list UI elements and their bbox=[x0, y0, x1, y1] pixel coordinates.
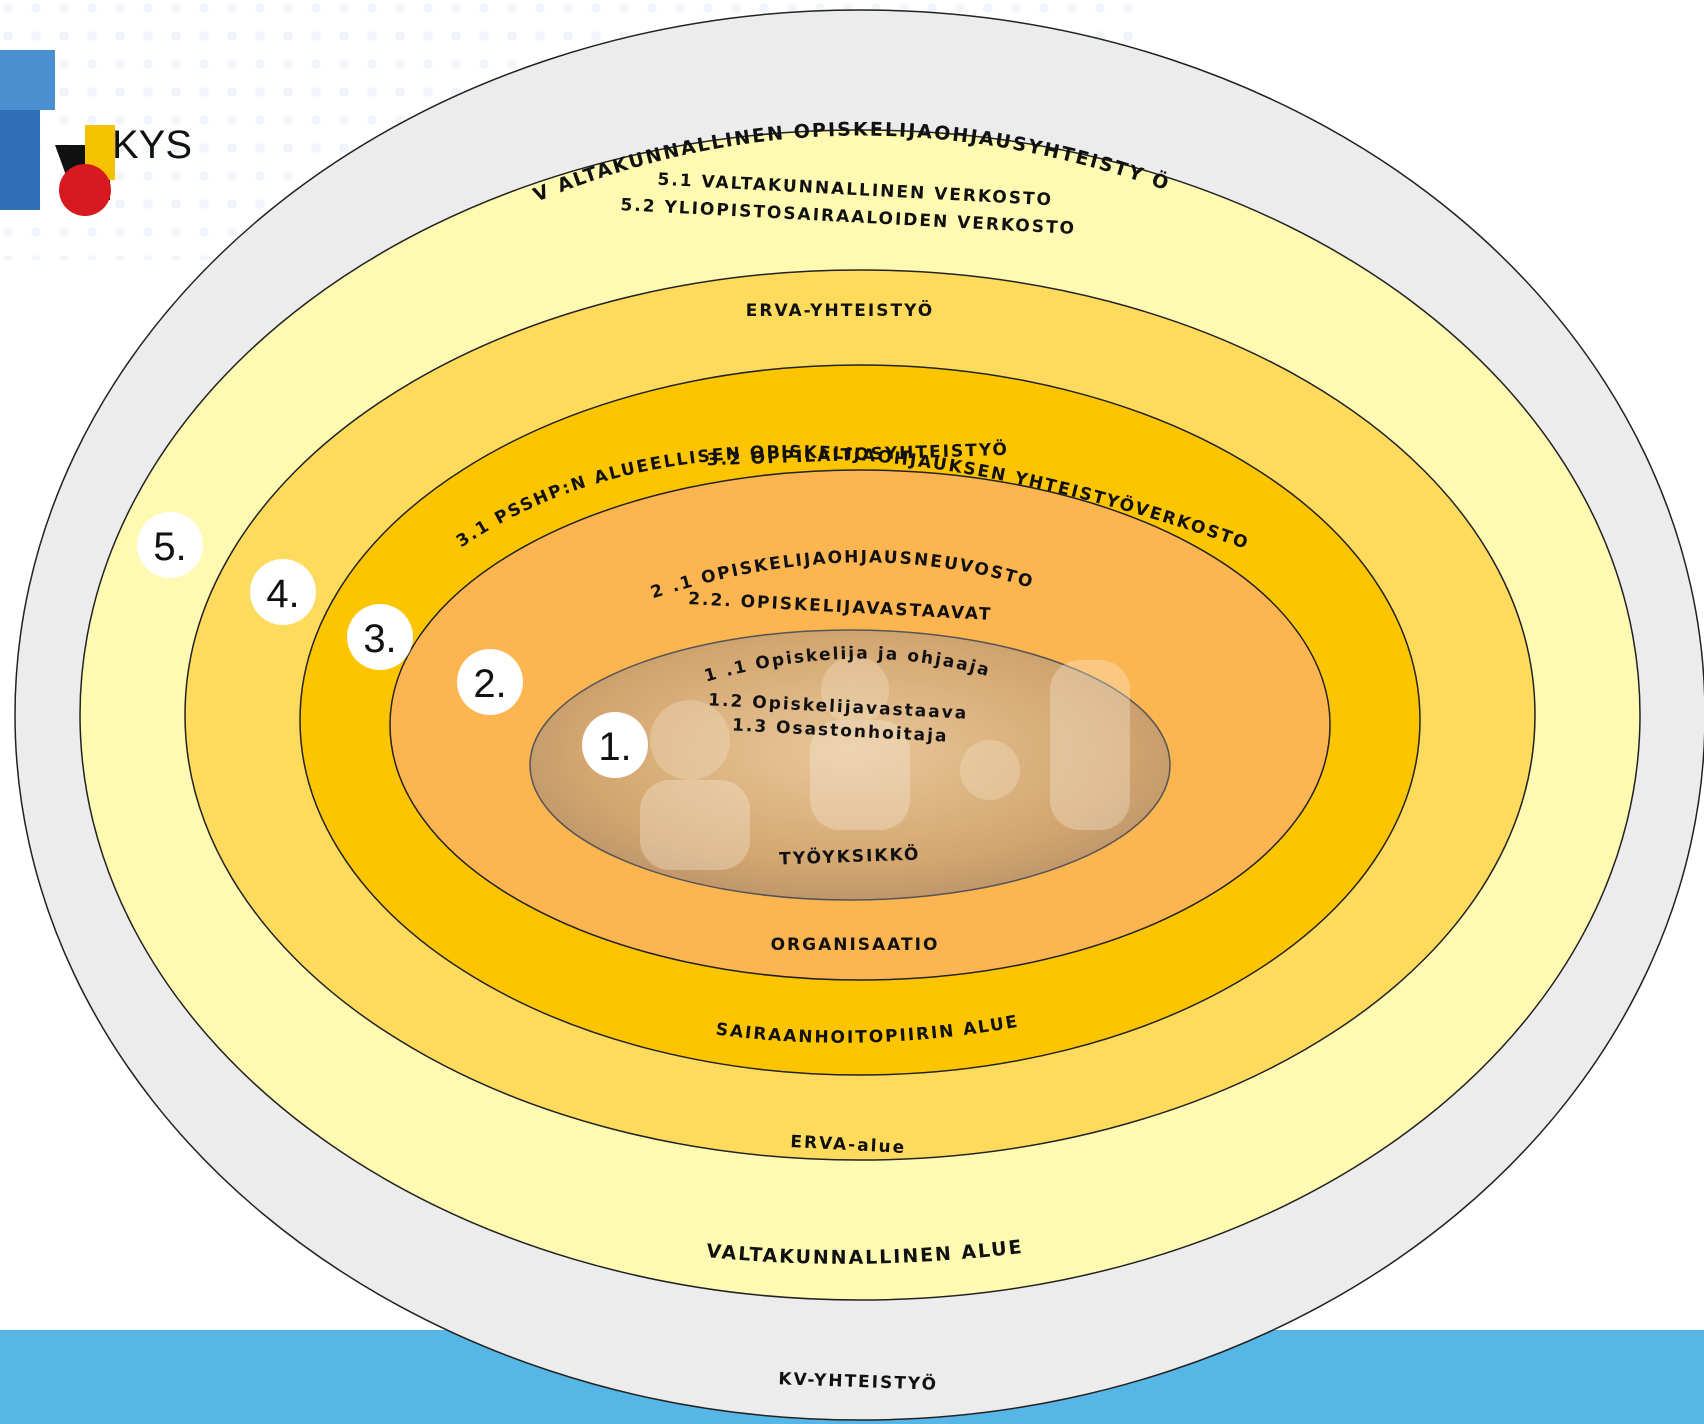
svg-text:3.: 3. bbox=[363, 617, 396, 661]
marker-4: 4. bbox=[250, 559, 316, 625]
logo-text: KYS bbox=[112, 123, 192, 167]
marker-2: 2. bbox=[457, 649, 523, 715]
ring4-title: ERVA-YHTEISTYÖ bbox=[746, 299, 935, 321]
svg-text:2.: 2. bbox=[473, 662, 506, 706]
svg-text:5.: 5. bbox=[153, 525, 186, 569]
svg-text:1.: 1. bbox=[598, 725, 631, 769]
marker-5: 5. bbox=[137, 512, 203, 578]
ring2-bottom: ORGANISAATIO bbox=[771, 935, 940, 955]
kys-logo: KYS bbox=[0, 50, 192, 216]
core-work-unit bbox=[529, 629, 1171, 901]
marker-1: 1. bbox=[582, 712, 648, 778]
marker-3: 3. bbox=[347, 604, 413, 670]
svg-text:4.: 4. bbox=[266, 572, 299, 616]
photo-figures bbox=[640, 656, 1130, 870]
